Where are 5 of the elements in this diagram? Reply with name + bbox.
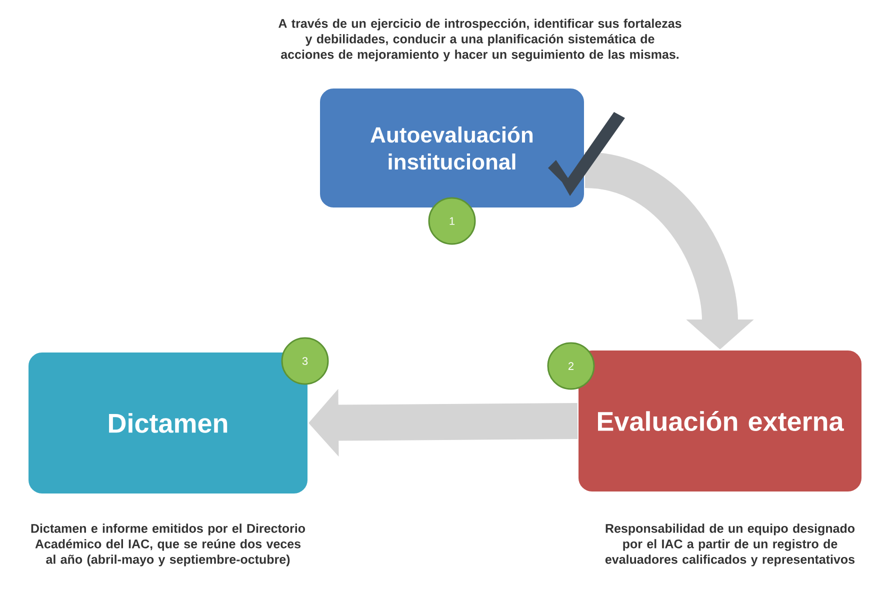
description-text: A través de un ejercicio de introspección, identificar sus fortalezas y debilidades, conducir a una planificación sistemática de acciones de mejoramiento y hacer un seguimiento de las mismas. [278, 18, 682, 62]
description-text: Responsabilidad de un equipo designado por el IAC a partir de un registro de evaluadores calificados y representativos [605, 524, 855, 566]
process-box: Evaluación externa [578, 350, 862, 492]
description-text: Dictamen e informe emitidos por el Directorio Académico del IAC, que se reúne dos veces al año (abril-mayo y septiembre-octubre) [31, 524, 306, 566]
process-box: Autoevaluación institucional [319, 88, 585, 208]
